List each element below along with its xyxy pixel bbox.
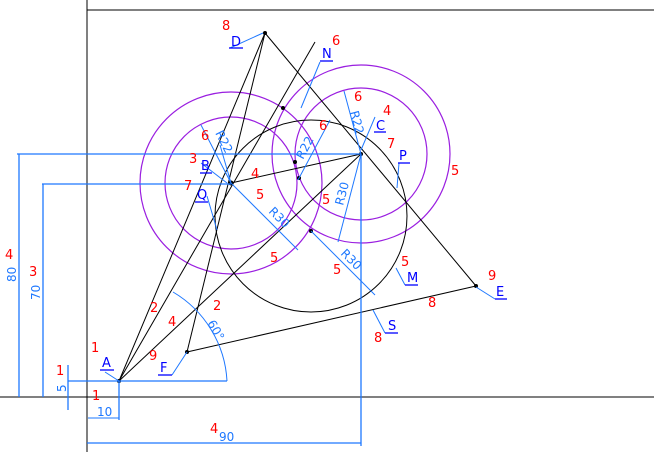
label-b: B [201, 159, 210, 174]
step-numbers-E: 9 [488, 269, 496, 284]
step-numbers-dim70: 3 [29, 265, 37, 280]
dimensions-r30a: R30 [266, 204, 293, 231]
step-numbers-dim80: 4 [5, 248, 13, 263]
step-numbers-B: 3 [189, 152, 197, 167]
step-numbers-S: 8 [374, 331, 382, 346]
dimensions-d90: 90 [219, 430, 234, 444]
line-a-n [118, 41, 316, 382]
dimensions-d10: 10 [97, 405, 112, 419]
step-numbers-N: 6 [332, 34, 340, 49]
dimensions-r30b: R30 [332, 180, 352, 206]
line-b-c [230, 153, 362, 184]
dimension-texts: 80 70 5 10 90 60° R22 R22 R22 R30 R30 R3… [5, 109, 367, 444]
step-numbers-P: 7 [387, 137, 395, 152]
step-numbers: 8 6 4 7 5 3 7 1 9 5 9 8 8 2 4 2 4 6 6 6 … [5, 19, 496, 437]
step-numbers-D: 8 [222, 19, 230, 34]
label-q: Q [197, 188, 207, 203]
step-numbers-dim90: 4 [210, 422, 218, 437]
label-e: E [496, 285, 504, 300]
point-labels: D N C P B Q A F M E S [100, 35, 507, 376]
line-a-c [118, 153, 362, 382]
step-numbers-line-AC: 4 [168, 315, 176, 330]
line-a-d [118, 32, 266, 382]
label-n: N [322, 47, 332, 62]
dimensions-d5: 5 [55, 384, 69, 392]
step-numbers-line-BC: 4 [251, 167, 259, 182]
step-numbers-dim10: 1 [92, 389, 100, 404]
label-s: S [388, 319, 396, 334]
tangent-circle [214, 119, 408, 313]
step-numbers-line-FE: 8 [428, 296, 436, 311]
label-p: P [399, 149, 407, 164]
label-c: C [376, 119, 385, 134]
line-f-e [186, 285, 477, 353]
step-numbers-r30-b: 5 [256, 188, 264, 203]
leader-lines [104, 32, 496, 382]
dimension-lines [17, 90, 376, 446]
step-numbers-C: 4 [383, 104, 391, 119]
step-numbers-r22-mid: 6 [319, 119, 327, 134]
step-numbers-c5-left: 5 [270, 251, 278, 266]
dimensions-r22b: R22 [347, 109, 367, 135]
step-numbers-arc60: 2 [213, 299, 221, 314]
step-numbers-r22-c: 6 [354, 90, 362, 105]
geometry-lines [118, 32, 477, 382]
step-numbers-Q: 7 [184, 179, 192, 194]
label-a: A [102, 356, 111, 371]
step-numbers-dim5: 1 [56, 364, 64, 379]
step-numbers-r22-b: 6 [201, 129, 209, 144]
dimensions-angle: 60° [204, 318, 227, 343]
circle-b-r22 [164, 116, 298, 250]
point-markers [117, 31, 478, 383]
label-f: F [160, 361, 167, 376]
line-d-e [264, 32, 477, 287]
step-numbers-line-AD: 2 [150, 301, 158, 316]
dimensions-d70: 70 [29, 285, 43, 300]
label-d: D [231, 35, 241, 50]
line-f-d [186, 32, 266, 353]
step-numbers-F: 9 [149, 349, 157, 364]
step-numbers-A: 1 [91, 341, 99, 356]
dimensions-d80: 80 [5, 267, 19, 282]
step-numbers-M: 5 [401, 255, 409, 270]
circle-b-r30 [139, 91, 323, 275]
step-numbers-c5-mid: 5 [333, 263, 341, 278]
label-m: M [407, 271, 418, 286]
step-numbers-c5-right: 5 [451, 164, 459, 179]
step-numbers-r30-c: 5 [322, 193, 330, 208]
